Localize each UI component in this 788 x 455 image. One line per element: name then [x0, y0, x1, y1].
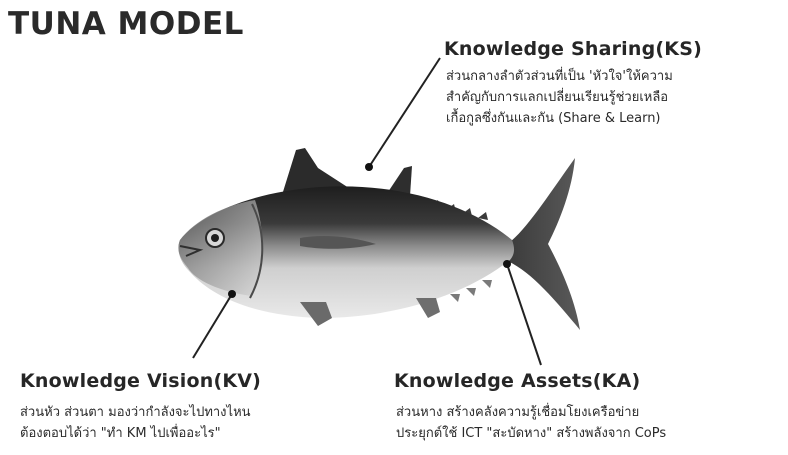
ks-pointer-line — [369, 58, 440, 167]
ks-line-3: เกื้อกูลซึ่งกันและกัน (Share & Learn) — [446, 108, 673, 129]
kv-line-1: ส่วนหัว ส่วนตา มองว่ากำลังจะไปทางไหน — [20, 402, 251, 423]
kv-pointer-dot — [228, 290, 236, 298]
ks-line-2: สำคัญกับการแลกเปลี่ยนเรียนรู้ช่วยเหลือ — [446, 87, 673, 108]
ks-line-1: ส่วนกลางลำตัวส่วนที่เป็น 'หัวใจ'ให้ความ — [446, 66, 673, 87]
ks-description: ส่วนกลางลำตัวส่วนที่เป็น 'หัวใจ'ให้ความ … — [446, 66, 673, 129]
ka-description: ส่วนหาง สร้างคลังความรู้เชื่อมโยงเครือข่… — [396, 402, 666, 444]
tail-fin — [505, 158, 580, 330]
kv-heading: Knowledge Vision(KV) — [20, 370, 261, 392]
ka-heading: Knowledge Assets(KA) — [394, 370, 640, 392]
kv-description: ส่วนหัว ส่วนตา มองว่ากำลังจะไปทางไหน ต้อ… — [20, 402, 251, 444]
ks-heading: Knowledge Sharing(KS) — [444, 38, 702, 60]
ka-line-2: ประยุกต์ใช้ ICT "สะบัดหาง" สร้างพลังจาก … — [396, 423, 666, 444]
anal-fin — [416, 298, 440, 318]
ka-line-1: ส่วนหาง สร้างคลังความรู้เชื่อมโยงเครือข่… — [396, 402, 666, 423]
ks-pointer-dot — [365, 163, 373, 171]
ka-pointer-dot — [503, 260, 511, 268]
kv-pointer-line — [193, 294, 232, 358]
kv-line-2: ต้องตอบได้ว่า "ทำ KM ไปเพื่ออะไร" — [20, 423, 251, 444]
